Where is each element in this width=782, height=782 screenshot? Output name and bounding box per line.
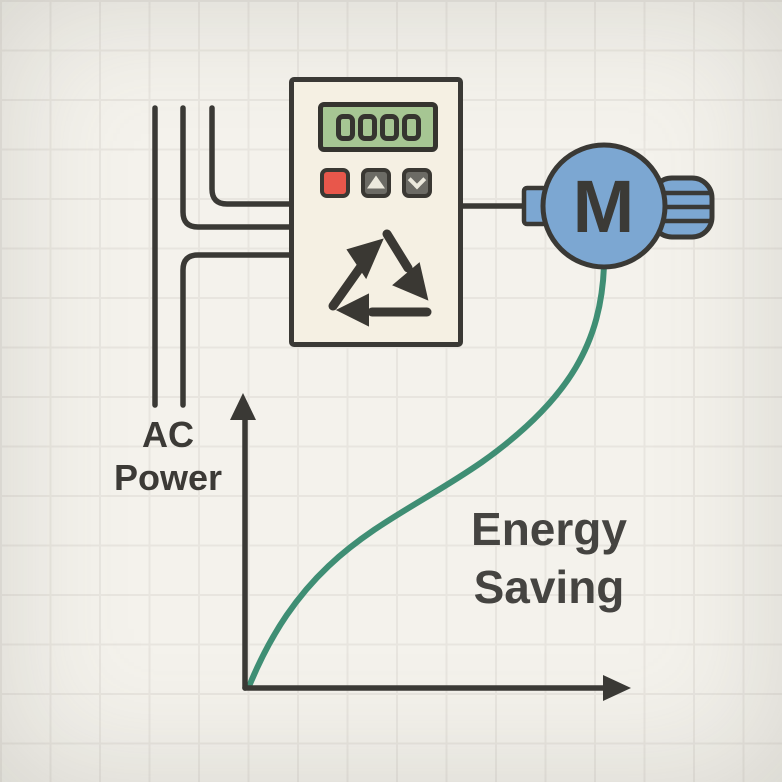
motor-shaft-stub [521,185,549,227]
ac-power-label: AC Power [78,413,258,499]
down-button [402,168,432,198]
x-axis-arrow-icon [603,675,631,701]
vfd-drive-panel [289,77,463,347]
ac-power-line1: AC [142,414,194,455]
ac-power-line2: Power [113,457,223,499]
power-line-2 [180,105,293,230]
motor-fan-housing [649,175,715,240]
chevron-down-icon [407,170,427,190]
up-button [361,168,391,198]
motor-fan-ribs [660,190,711,224]
lcd-digit [401,113,421,141]
vfd-button-row [320,168,442,198]
power-line-4 [180,252,293,408]
motor-letter: M [572,164,636,248]
ac-input-lines [152,105,293,408]
energy-saving-line2: Saving [473,560,625,613]
stop-button [320,168,350,198]
lcd-digit [379,113,399,141]
lcd-digit [357,113,377,141]
lcd-display [318,102,438,152]
energy-saving-line1: Energy [471,503,627,555]
energy-saving-annotation: Energy Saving [418,501,680,617]
power-line-3 [209,105,293,207]
lcd-digit [335,113,355,141]
lcd-digits [335,113,421,141]
triangle-up-icon [367,175,385,189]
